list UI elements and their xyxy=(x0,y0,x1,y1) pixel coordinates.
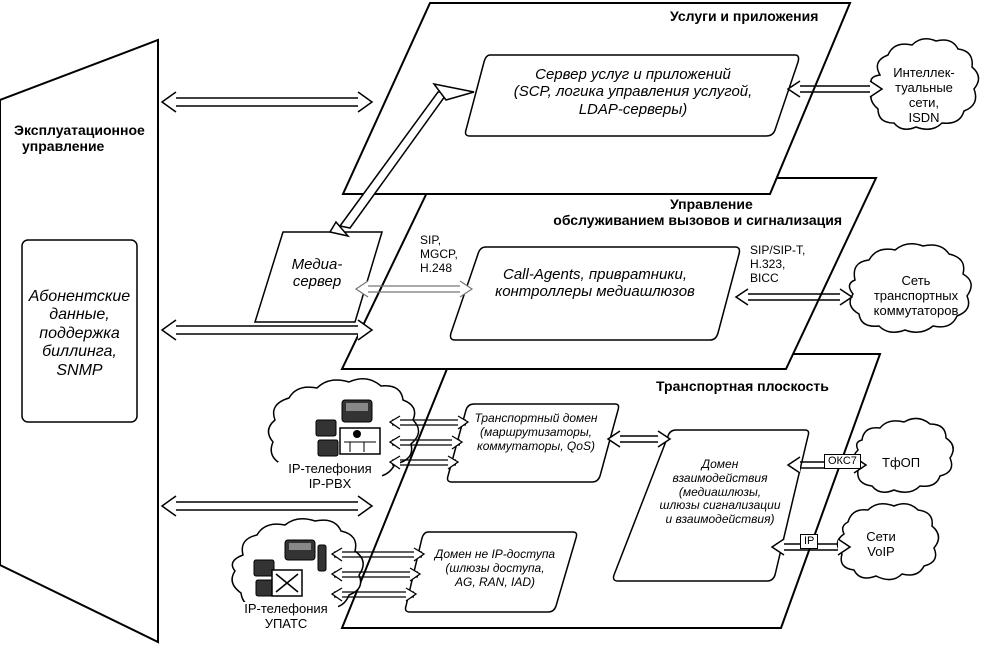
ip-label: IP xyxy=(800,534,819,549)
mgmt-call-arrow xyxy=(160,319,374,341)
okc7-label: ОКС7 xyxy=(824,454,861,469)
protocols-left-label: SIP, MGCP, H.248 xyxy=(420,233,458,275)
call-plane-title: Управление обслуживанием вызовов и сигна… xyxy=(553,196,842,229)
transport-interwork-link xyxy=(606,430,672,448)
phone-icon xyxy=(253,539,327,597)
server-in-link xyxy=(786,80,884,98)
media-server-text: Медиа- сервер xyxy=(291,256,343,291)
interworking-domain-text: Домен взаимодействия (медиашлюзы, шлюзы … xyxy=(659,457,781,527)
transport-domain-text: Транспортный домен (маршрутизаторы, комм… xyxy=(474,411,598,453)
services-plane-title: Услуги и приложения xyxy=(670,8,819,24)
service-server-box xyxy=(464,54,800,137)
media-service-link xyxy=(328,82,475,238)
non-ip-access-text: Домен не IP-доступа (шлюзы доступа, AG, … xyxy=(434,547,556,589)
intelligent-networks-cloud xyxy=(870,38,980,130)
ip-phone-icon xyxy=(315,399,373,457)
voip-cloud xyxy=(836,503,940,581)
non-ip-access-box xyxy=(404,531,578,613)
transport-domain-box xyxy=(446,403,620,483)
pstn-label: ТфОП xyxy=(882,455,921,470)
voip-label: Сети VoIP xyxy=(866,529,896,559)
transport-plane-title: Транспортная плоскость xyxy=(656,378,829,394)
agents-switch-link xyxy=(734,288,854,306)
subscriber-data-box xyxy=(21,239,138,423)
management-title: Эксплуатационное управление xyxy=(14,122,145,155)
media-agents-link xyxy=(354,280,474,298)
ip-pbx-label: IP-телефония IP-PBX xyxy=(278,461,382,492)
transport-switch-label: Сеть транспортных коммутаторов xyxy=(873,273,959,318)
intelligent-networks-label: Интеллек- туальные сети, ISDN xyxy=(893,65,955,125)
pbx-switch-icon xyxy=(339,427,381,455)
subscriber-data-text: Абонентские данные, поддержка биллинга, … xyxy=(28,288,131,379)
media-server-box xyxy=(253,231,384,323)
upats-label: IP-телефония УПАТС xyxy=(234,601,338,632)
upats-access-links xyxy=(330,547,426,602)
interworking-domain-box xyxy=(612,429,810,582)
mgmt-transport-arrow xyxy=(160,495,374,517)
interwork-voip-link xyxy=(770,538,852,556)
call-agents-box xyxy=(449,246,741,341)
protocols-right-label: SIP/SIP-T, H.323, BICC xyxy=(750,243,806,285)
pbx-transport-links xyxy=(388,415,470,470)
call-agents-text: Call-Agents, привратники, контроллеры ме… xyxy=(495,266,695,301)
pbx-crossbar-icon xyxy=(271,569,303,597)
transport-switch-cloud xyxy=(848,243,972,333)
mgmt-services-arrow xyxy=(160,91,374,113)
service-server-text: Сервер услуг и приложений (SCP, логика у… xyxy=(513,66,753,118)
